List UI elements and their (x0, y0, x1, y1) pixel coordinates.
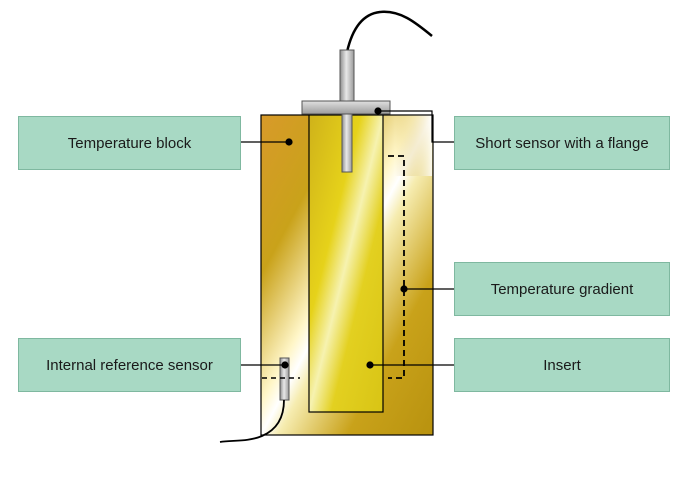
short-sensor-with-flange (301, 10, 433, 173)
leader-lines (241, 107, 454, 369)
temperature-gradient-bracket (388, 155, 405, 379)
label-temperature-block: Temperature block (18, 116, 241, 170)
label-internal-reference-sensor: Internal reference sensor (18, 338, 241, 392)
label-short-sensor: Short sensor with a flange (454, 116, 670, 170)
internal-reference-sensor (219, 357, 300, 443)
label-insert: Insert (454, 338, 670, 392)
label-temperature-gradient: Temperature gradient (454, 262, 670, 316)
